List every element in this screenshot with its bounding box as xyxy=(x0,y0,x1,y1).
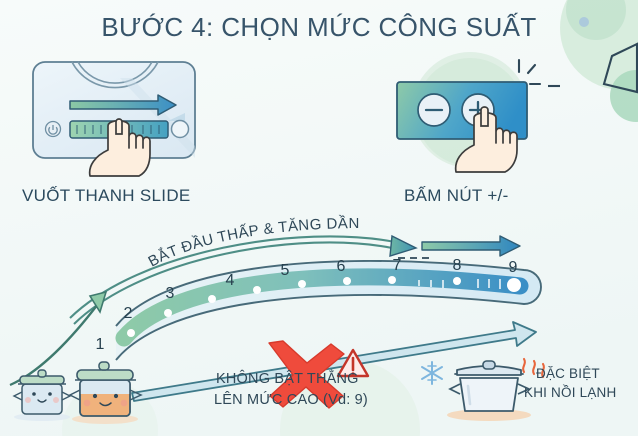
level-label-7: 7 xyxy=(392,257,402,274)
power-icon xyxy=(44,120,62,138)
pointing-hand-icon xyxy=(88,118,151,177)
page-title: BƯỚC 4: CHỌN MỨC CÔNG SUẤT xyxy=(101,12,537,42)
cold-pot-line-2: KHI NỒI LẠNH xyxy=(524,385,617,400)
cold-pot-line-1: ĐẶC BIỆT xyxy=(536,366,600,381)
caption-slide: VUỐT THANH SLIDE xyxy=(22,186,191,205)
slider-thumb-active xyxy=(507,278,521,292)
pot-icon xyxy=(447,360,532,421)
snowflake-icon xyxy=(421,361,443,385)
slider-fill xyxy=(115,268,529,347)
level-label-4: 4 xyxy=(225,272,235,289)
slider-dots xyxy=(127,276,521,337)
level-label-5: 5 xyxy=(280,262,290,279)
right-arrow-icon xyxy=(69,94,177,116)
level-label-6: 6 xyxy=(336,258,346,275)
warning-line-1: KHÔNG BẬT THẲNG xyxy=(216,371,359,387)
level-label-3: 3 xyxy=(165,285,175,302)
heat-waves-icon xyxy=(522,357,545,379)
red-x-icon xyxy=(268,340,345,409)
top-right-arrow xyxy=(421,235,521,257)
warning-line-2: LÊN MỨC CAO (Vd: 9) xyxy=(214,392,368,408)
pot-face-cool-icon xyxy=(12,369,72,421)
caption-button: BẤM NÚT +/- xyxy=(404,186,509,205)
pointing-hand-icon xyxy=(454,106,518,173)
warning-triangle-icon xyxy=(336,348,370,378)
slider-ticks xyxy=(418,279,501,289)
sparkle-icon xyxy=(517,58,542,86)
pot-face-warm-icon xyxy=(68,361,143,424)
level-label-2: 2 xyxy=(123,305,133,322)
knob-icon xyxy=(170,119,190,139)
curve-arrowhead xyxy=(389,234,418,257)
level-label-1: 1 xyxy=(95,336,105,353)
level-label-8: 8 xyxy=(452,257,462,274)
level-label-9: 9 xyxy=(508,259,518,276)
